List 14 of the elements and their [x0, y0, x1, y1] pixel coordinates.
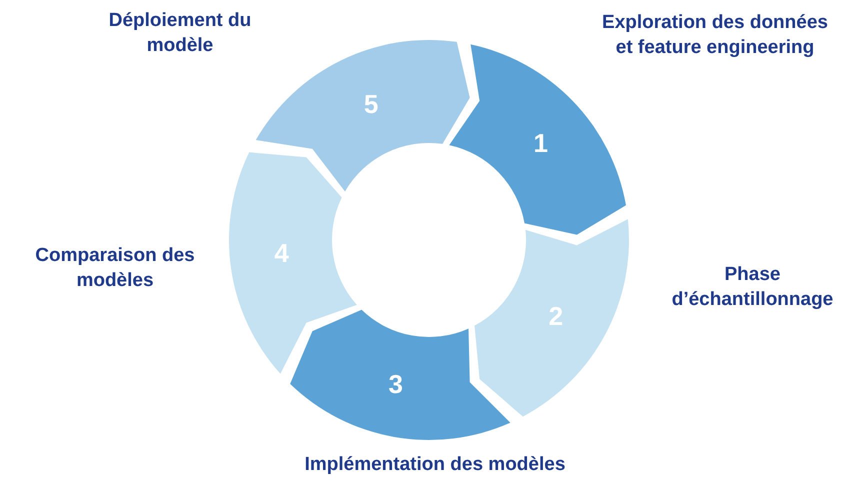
cycle-segment	[229, 152, 357, 374]
step-label: Déploiement du modèle	[108, 9, 252, 58]
step-label: Phase d’échantillonnage	[670, 263, 834, 312]
cycle-segment	[474, 219, 629, 417]
step-number: 3	[388, 369, 403, 400]
step-number: 5	[364, 88, 378, 119]
step-label: Comparaison des modèles	[34, 244, 196, 293]
step-number: 2	[548, 301, 564, 332]
step-number: 1	[533, 128, 548, 158]
cycle-segment	[256, 40, 470, 192]
cycle-segment	[290, 310, 510, 440]
step-label: Exploration des données et feature engineering	[601, 11, 829, 60]
step-label: Implémentation des modèles	[304, 453, 566, 477]
step-number: 4	[274, 238, 289, 268]
